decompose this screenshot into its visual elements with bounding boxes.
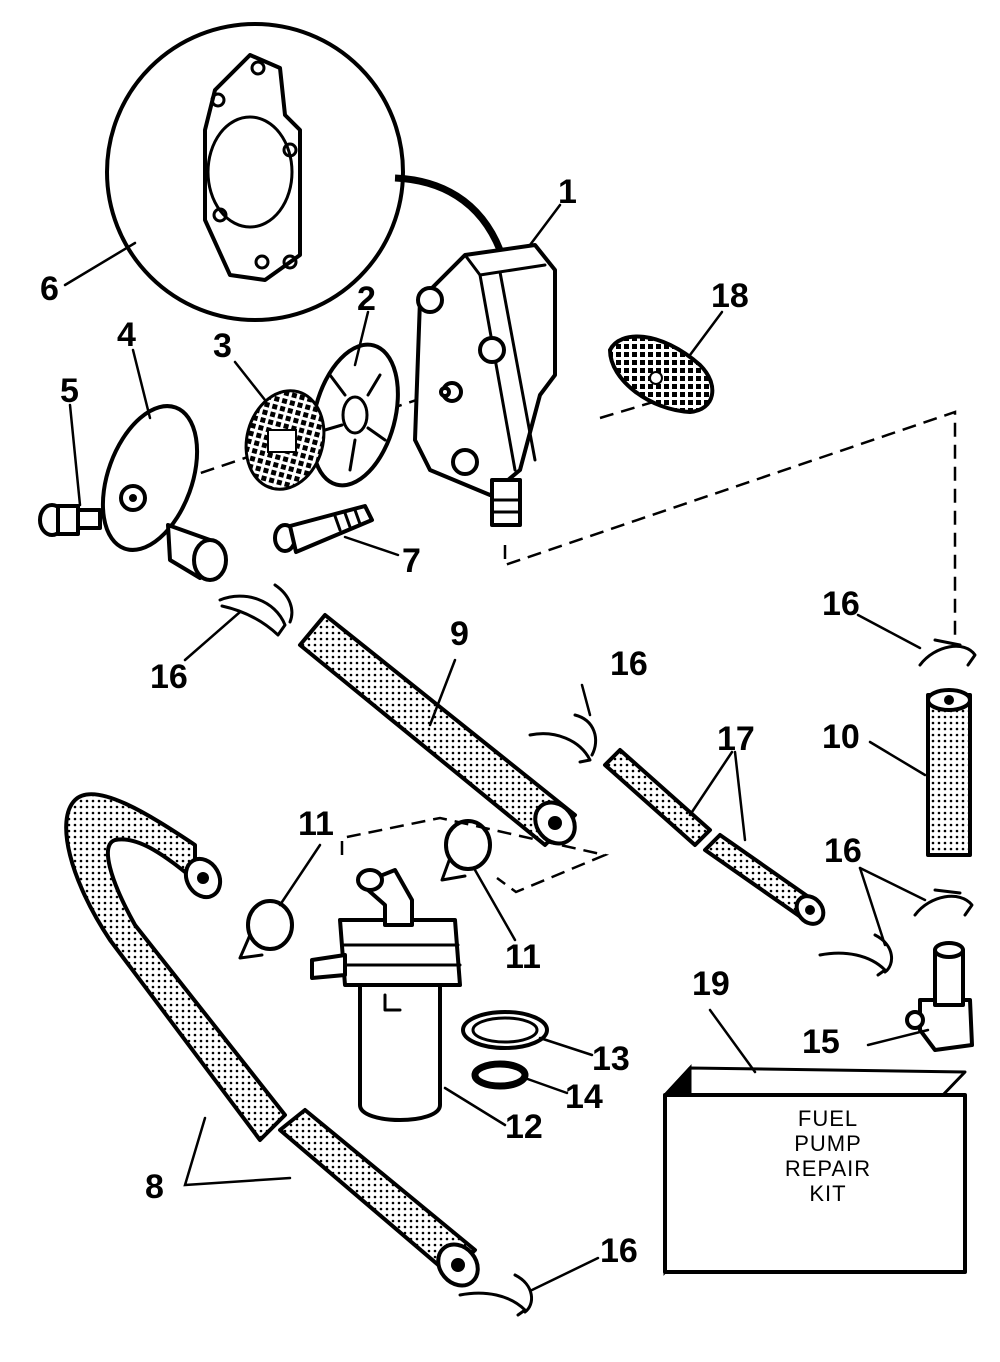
callout-16c: 16 bbox=[822, 585, 860, 623]
hose-part-10 bbox=[926, 688, 972, 857]
clamps bbox=[218, 583, 977, 1317]
callout-15: 15 bbox=[802, 1023, 840, 1061]
cover-part-4 bbox=[100, 404, 228, 582]
o-ring-part-13 bbox=[461, 1010, 549, 1050]
callout-4: 4 bbox=[117, 316, 136, 354]
callout-12: 12 bbox=[505, 1108, 543, 1146]
callout-13: 13 bbox=[592, 1040, 630, 1078]
thumbscrew-part-5 bbox=[38, 503, 102, 537]
repair-kit-box-part-19: FUEL PUMP REPAIR KIT bbox=[663, 1064, 967, 1276]
kit-label-line-3: REPAIR bbox=[785, 1156, 871, 1181]
kit-label-line-4: KIT bbox=[809, 1181, 846, 1206]
callout-6: 6 bbox=[40, 270, 59, 308]
callout-16d: 16 bbox=[824, 832, 862, 870]
screw-part-7 bbox=[273, 504, 374, 554]
hose-part-17 bbox=[603, 748, 826, 926]
callout-17: 17 bbox=[717, 720, 755, 758]
callout-10: 10 bbox=[822, 718, 860, 756]
elbow-fitting-part-15 bbox=[905, 941, 974, 1052]
hose-part-9 bbox=[298, 613, 577, 847]
callout-7: 7 bbox=[402, 542, 421, 580]
callout-14: 14 bbox=[565, 1078, 603, 1116]
callout-16a: 16 bbox=[150, 658, 188, 696]
callout-5: 5 bbox=[60, 372, 79, 410]
callout-11a: 11 bbox=[298, 805, 334, 843]
callout-11b: 11 bbox=[505, 938, 541, 976]
callout-18: 18 bbox=[711, 277, 749, 315]
callout-3: 3 bbox=[213, 327, 232, 365]
hose-part-8 bbox=[64, 792, 480, 1288]
callout-19: 19 bbox=[692, 965, 730, 1003]
callout-16b: 16 bbox=[610, 645, 648, 683]
callout-9: 9 bbox=[450, 615, 469, 653]
seal-part-18 bbox=[607, 334, 715, 415]
callout-8: 8 bbox=[145, 1168, 164, 1206]
kit-label-line-2: PUMP bbox=[794, 1131, 862, 1156]
kit-label-line-1: FUEL bbox=[798, 1106, 858, 1131]
callout-2: 2 bbox=[357, 280, 376, 318]
screen-part-3 bbox=[244, 389, 326, 491]
callout-16e: 16 bbox=[600, 1232, 638, 1270]
leader-lines bbox=[63, 203, 930, 1292]
o-ring-part-14 bbox=[471, 1060, 529, 1090]
gasket-detail-part-6 bbox=[105, 22, 504, 322]
fuel-filter-part-12 bbox=[310, 868, 462, 1122]
callout-numbers: 1 6 2 18 3 4 5 7 16 9 16 16 17 10 16 11 … bbox=[40, 173, 862, 1270]
callout-1: 1 bbox=[558, 173, 577, 211]
fuel-pump-body-part-1 bbox=[413, 243, 557, 527]
